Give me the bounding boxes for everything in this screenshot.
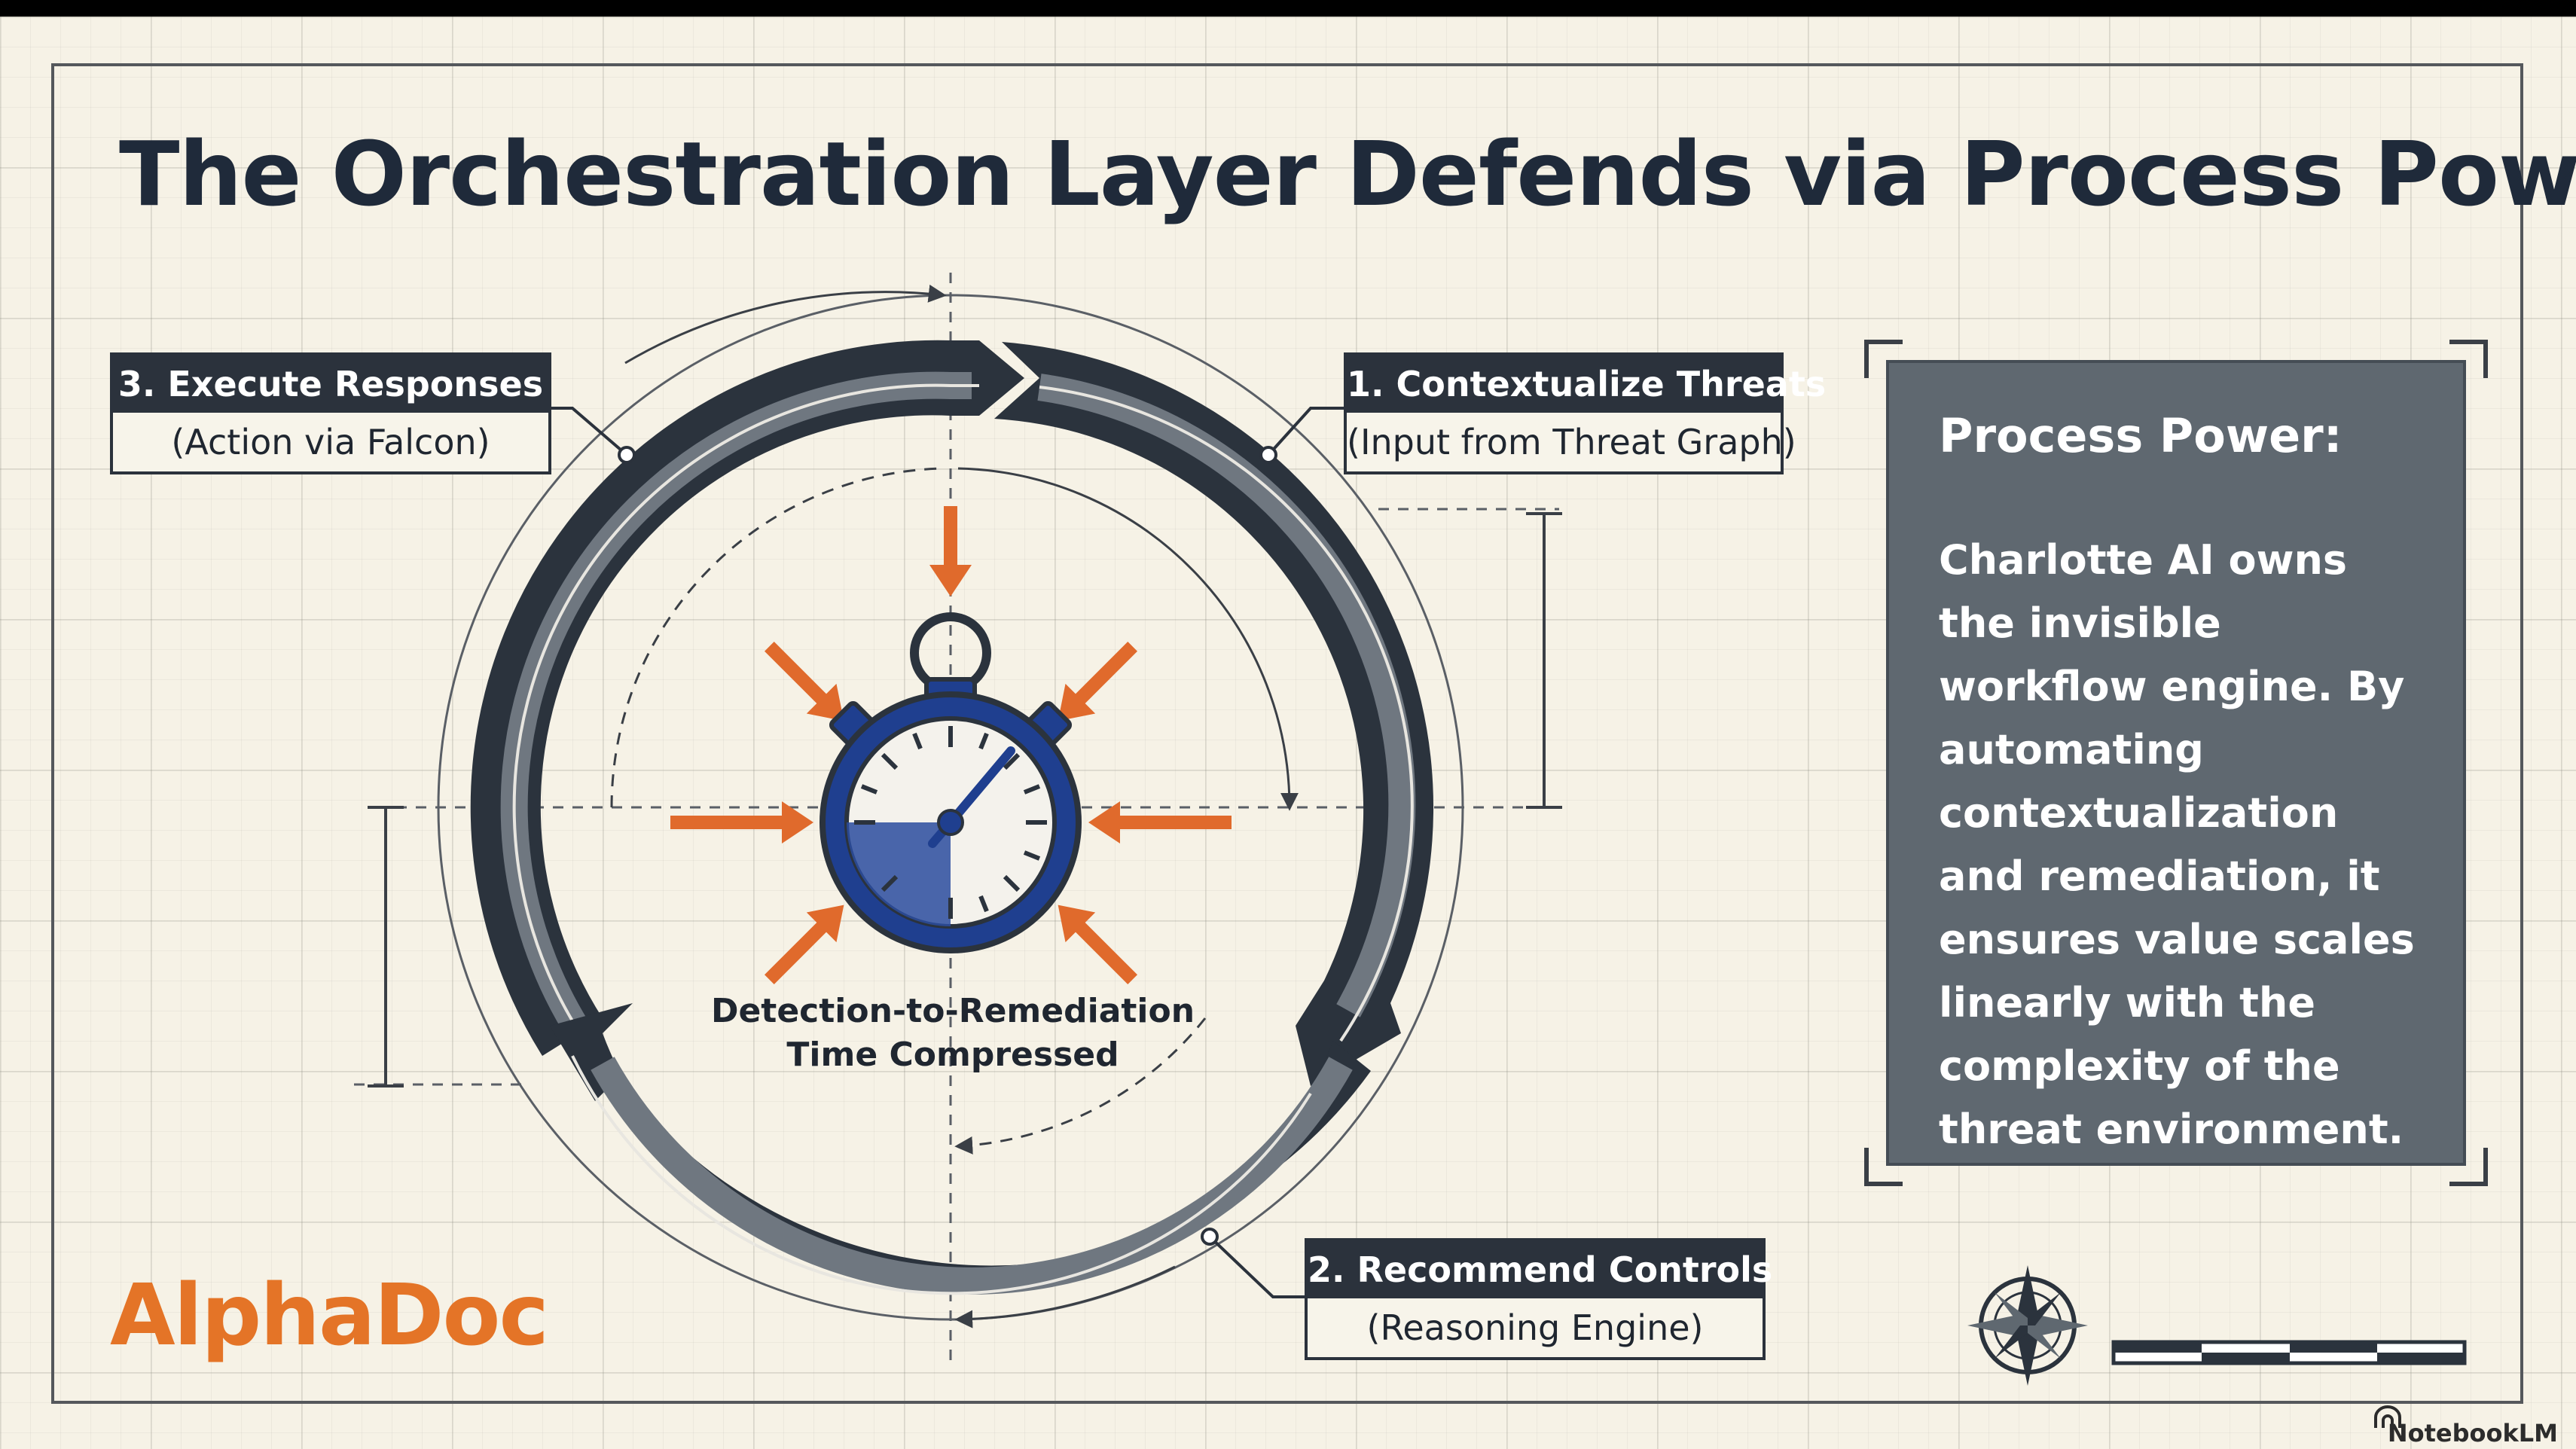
outer-arc-top — [624, 284, 947, 365]
brand-logo: AlphaDoc — [110, 1267, 549, 1365]
center-caption: Detection-to-Remediation Time Compressed — [678, 990, 1228, 1077]
step-1-heading: 1. Contextualize Threats — [1347, 355, 1826, 413]
scale-bar-icon — [2111, 1340, 2467, 1365]
cycle-diagram — [354, 273, 2488, 1428]
compass-rose-icon — [1967, 1265, 2088, 1386]
panel-title: Process Power: — [1939, 408, 2343, 463]
label-connectors — [551, 407, 1344, 1298]
step-3-label: 3. Execute Responses (Action via Falcon) — [110, 352, 551, 474]
page: The Orchestration Layer Defends via Proc… — [0, 17, 2576, 1449]
notebooklm-logo-icon — [2374, 1405, 2401, 1428]
notebooklm-watermark: NotebookLM — [2387, 1419, 2558, 1447]
panel-body: Charlotte AI owns the invisible workflow… — [1939, 536, 2415, 1153]
center-caption-line-1: Detection-to-Remediation — [710, 992, 1195, 1030]
cycle-arrow-contextualize — [994, 342, 1434, 1086]
cycle-arrow-execute — [470, 340, 1024, 1056]
step-2-heading: 2. Recommend Controls — [1308, 1241, 1772, 1298]
step-3-heading: 3. Execute Responses — [113, 355, 548, 413]
outer-arc-bottom — [954, 1265, 1176, 1329]
step-1-subtitle: (Input from Threat Graph) — [1347, 422, 1796, 462]
cycle-ring — [470, 340, 1434, 1295]
page-title: The Orchestration Layer Defends via Proc… — [119, 122, 2576, 226]
stopwatch-icon — [819, 612, 1082, 953]
compression-arrows — [670, 506, 1232, 985]
inner-arc-left — [610, 467, 944, 808]
blueprint-frame — [51, 63, 2523, 1404]
step-2-subtitle: (Reasoning Engine) — [1366, 1307, 1704, 1348]
dimension-lines — [368, 512, 1562, 1088]
step-2-label: 2. Recommend Controls (Reasoning Engine) — [1305, 1238, 1772, 1360]
panel-brackets — [1864, 340, 2488, 1186]
center-caption-line-2: Time Compressed — [786, 1036, 1119, 1074]
inner-arc-right — [957, 467, 1299, 811]
process-power-panel: Process Power: Charlotte AI owns the inv… — [1886, 360, 2466, 1166]
step-1-label: 1. Contextualize Threats (Input from Thr… — [1344, 352, 1826, 474]
step-3-subtitle: (Action via Falcon) — [171, 422, 490, 462]
